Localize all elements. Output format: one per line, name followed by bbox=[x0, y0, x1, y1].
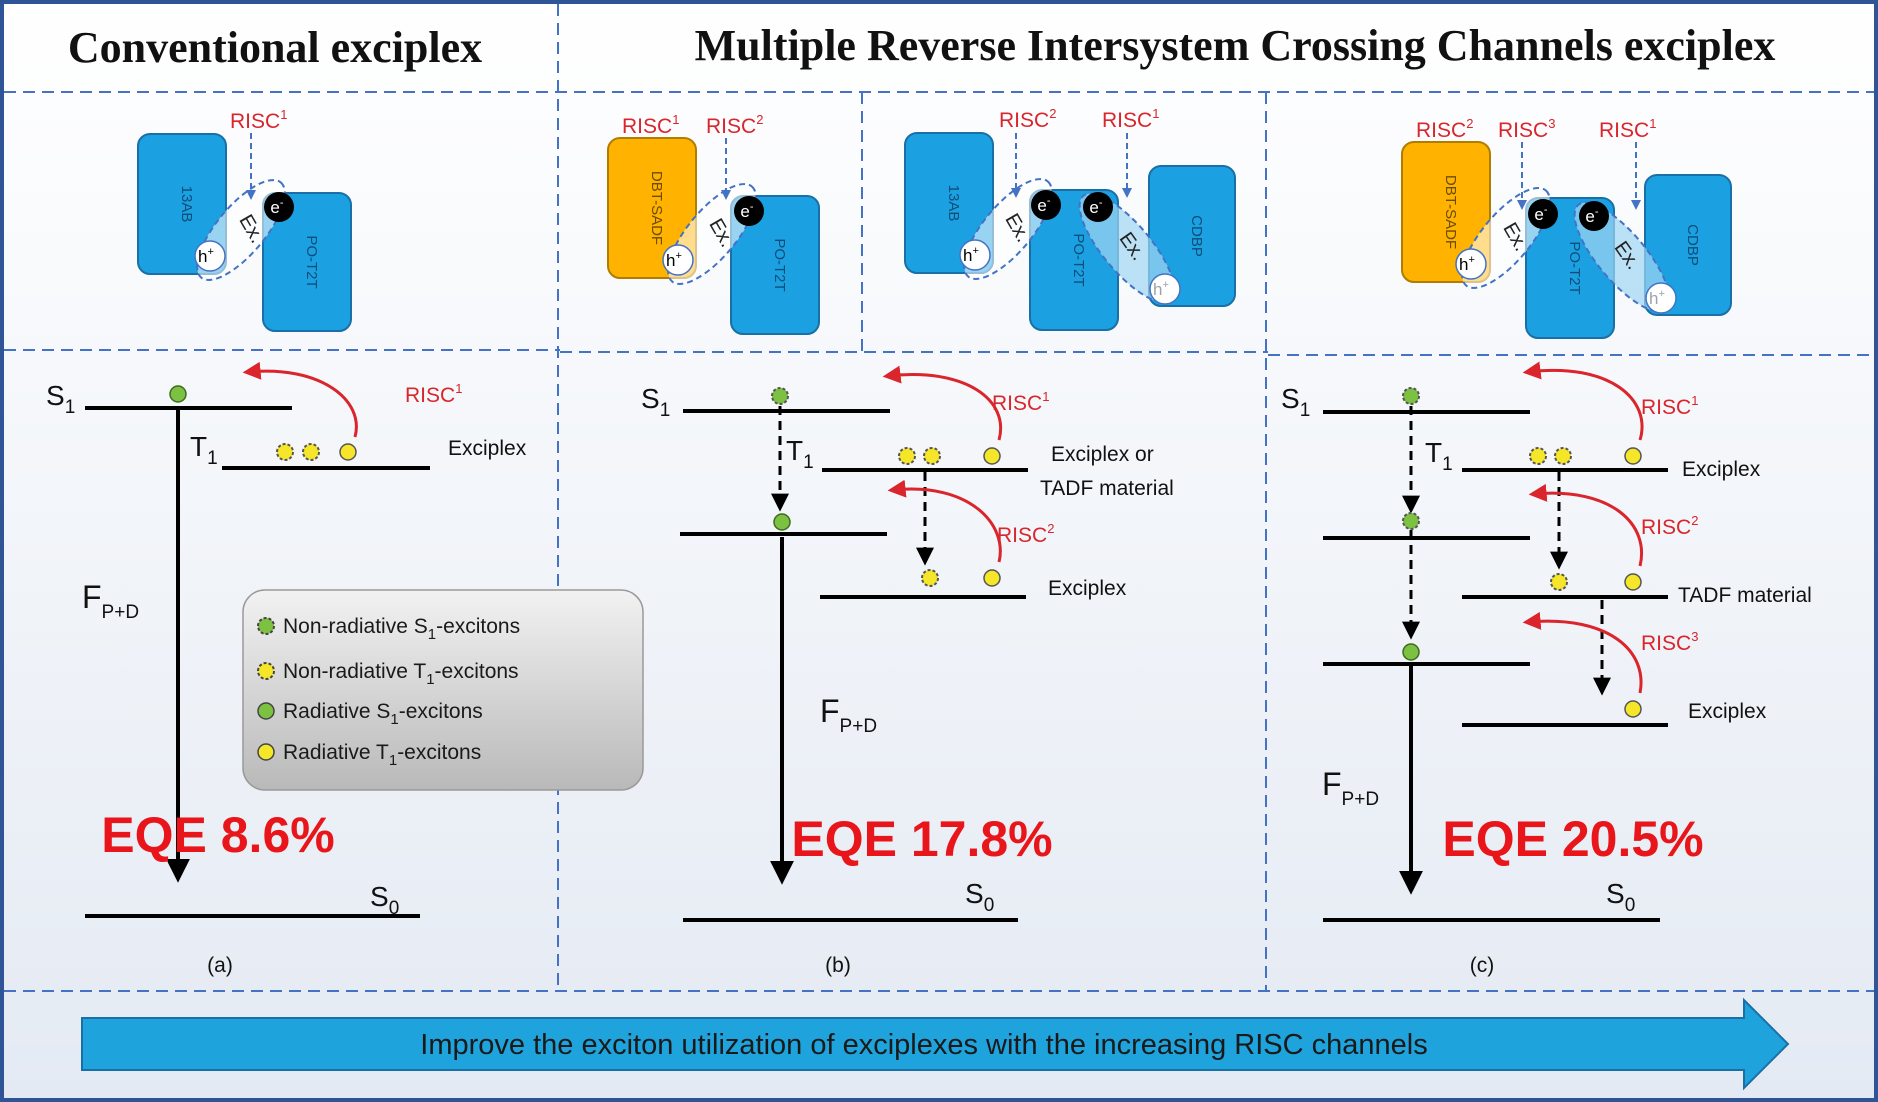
legend-label-3: Radiative T1-excitons bbox=[283, 741, 481, 769]
svg-text:TADF material: TADF material bbox=[1678, 584, 1812, 607]
svg-text:e-: e- bbox=[1089, 197, 1102, 217]
svg-text:RISC1: RISC1 bbox=[1102, 106, 1159, 132]
svg-text:T1: T1 bbox=[1425, 437, 1453, 475]
bottom-arrow: Improve the exciton utilization of excip… bbox=[81, 997, 1790, 1091]
title-conventional: Conventional exciplex bbox=[68, 23, 482, 72]
svg-text:PO-T2T: PO-T2T bbox=[1070, 233, 1087, 286]
svg-text:RISC1: RISC1 bbox=[622, 112, 679, 138]
svg-text:RISC1: RISC1 bbox=[1599, 116, 1656, 142]
svg-text:RISC2: RISC2 bbox=[1416, 116, 1473, 142]
svg-text:RISC2: RISC2 bbox=[999, 106, 1056, 132]
svg-text:CDBP: CDBP bbox=[1188, 215, 1205, 257]
molecule-panel-b1: DBT-SADF PO-T2T Ex. h+ e- RISC1 RISC2 bbox=[607, 112, 820, 335]
svg-text:e-: e- bbox=[740, 201, 753, 221]
legend-marker-3 bbox=[257, 743, 275, 761]
donor-13ab-b bbox=[904, 132, 994, 274]
electron-a bbox=[264, 192, 294, 222]
donor-13ab-a-label: 13AB bbox=[178, 186, 195, 223]
svg-text:e-: e- bbox=[270, 197, 283, 217]
svg-text:FP+D: FP+D bbox=[1322, 766, 1379, 810]
svg-text:h+: h+ bbox=[963, 245, 979, 265]
legend-label-2: Radiative S1-excitons bbox=[283, 700, 483, 728]
donor-dbtsadf-c bbox=[1401, 141, 1491, 283]
svg-text:S1: S1 bbox=[641, 383, 670, 421]
legend-label-0: Non-radiative S1-excitons bbox=[283, 615, 520, 643]
svg-text:RISC2: RISC2 bbox=[997, 521, 1054, 547]
panel-label-a: (a) bbox=[207, 954, 233, 977]
svg-text:h+: h+ bbox=[666, 250, 682, 270]
svg-text:FP+D: FP+D bbox=[82, 579, 139, 623]
risc1-label-a: RISC1 bbox=[405, 381, 462, 407]
svg-text:T1: T1 bbox=[786, 435, 814, 473]
legend-marker-1 bbox=[257, 662, 275, 680]
svg-text:S1: S1 bbox=[1281, 383, 1310, 421]
svg-text:RISC1: RISC1 bbox=[1641, 393, 1698, 419]
svg-text:RISC2: RISC2 bbox=[1641, 513, 1698, 539]
hole-b1 bbox=[662, 244, 694, 276]
svg-text:DBT-SADF: DBT-SADF bbox=[1442, 175, 1459, 249]
svg-text:T1: T1 bbox=[190, 431, 218, 469]
svg-text:h+: h+ bbox=[1649, 288, 1665, 308]
svg-text:Exciplex or: Exciplex or bbox=[1051, 443, 1154, 466]
molecule-panel-b2: 13AB PO-T2T CDBP Ex. Ex. h+ e- e- h+ RIS… bbox=[904, 106, 1236, 331]
acceptor-pot2t-b1 bbox=[730, 195, 820, 335]
svg-text:e-: e- bbox=[1585, 206, 1598, 226]
hole-a bbox=[194, 240, 226, 272]
svg-text:RISC3: RISC3 bbox=[1641, 629, 1698, 655]
svg-text:Exciplex: Exciplex bbox=[448, 437, 527, 460]
svg-text:DBT-SADF: DBT-SADF bbox=[648, 171, 665, 245]
bottom-arrow-text: Improve the exciton utilization of excip… bbox=[420, 1029, 1427, 1061]
svg-text:RISC2: RISC2 bbox=[706, 112, 763, 138]
acceptor-pot2t-a-label: PO-T2T bbox=[303, 235, 320, 288]
legend-marker-0 bbox=[257, 617, 275, 635]
svg-text:Exciplex: Exciplex bbox=[1682, 458, 1761, 481]
panel-label-c: (c) bbox=[1470, 954, 1495, 977]
molecule-panel-a: 13AB PO-T2T Ex. h+ e- RISC1 bbox=[137, 107, 352, 332]
svg-text:S0: S0 bbox=[370, 881, 399, 919]
donor-cdbp-c bbox=[1644, 174, 1732, 316]
eqe-b: EQE 17.8% bbox=[791, 811, 1052, 867]
svg-text:TADF material: TADF material bbox=[1040, 477, 1174, 500]
eqe-a: EQE 8.6% bbox=[101, 807, 334, 863]
legend-label-1: Non-radiative T1-excitons bbox=[283, 660, 519, 688]
svg-text:e-: e- bbox=[1037, 195, 1050, 215]
donor-13ab-a bbox=[137, 133, 227, 275]
title-multiple: Multiple Reverse Intersystem Crossing Ch… bbox=[695, 21, 1776, 70]
svg-text:PO-T2T: PO-T2T bbox=[771, 238, 788, 291]
svg-text:S1: S1 bbox=[46, 380, 75, 418]
panel-label-b: (b) bbox=[825, 954, 851, 977]
svg-text:CDBP: CDBP bbox=[1684, 224, 1701, 266]
svg-text:h+: h+ bbox=[198, 246, 214, 266]
electron-b1 bbox=[734, 196, 764, 226]
svg-text:RISC3: RISC3 bbox=[1498, 116, 1555, 142]
energy-diagram-c: RISC1 RISC2 RISC3 S1 T1 Exciplex TADF ma… bbox=[1281, 361, 1812, 977]
svg-text:PO-T2T: PO-T2T bbox=[1566, 241, 1583, 294]
svg-text:e-: e- bbox=[1534, 204, 1547, 224]
eqe-c: EQE 20.5% bbox=[1442, 811, 1703, 867]
svg-text:Exciplex: Exciplex bbox=[1688, 700, 1767, 723]
svg-text:h+: h+ bbox=[1153, 279, 1169, 299]
svg-text:S0: S0 bbox=[965, 878, 994, 916]
energy-diagram-b: RISC1 RISC2 S1 T1 Exciplex or TADF mater… bbox=[641, 365, 1174, 977]
molecule-panel-c: DBT-SADF PO-T2T CDBP Ex. Ex. h+ e- e- h+… bbox=[1401, 116, 1732, 339]
svg-text:RISC1: RISC1 bbox=[992, 389, 1049, 415]
svg-text:S0: S0 bbox=[1606, 878, 1635, 916]
svg-text:FP+D: FP+D bbox=[820, 693, 877, 737]
donor-dbtsadf-b bbox=[607, 137, 697, 279]
svg-text:h+: h+ bbox=[1459, 254, 1475, 274]
risc-label-a-top: RISC1 bbox=[230, 107, 287, 133]
acceptor-pot2t-a bbox=[262, 192, 352, 332]
svg-text:Exciplex: Exciplex bbox=[1048, 577, 1127, 600]
grid-lines bbox=[4, 4, 1874, 992]
energy-diagram-a: RISC1 S1 T1 Exciplex FP+D S0 EQE 8.6% (a… bbox=[46, 361, 527, 977]
legend-marker-2 bbox=[257, 702, 275, 720]
svg-text:13AB: 13AB bbox=[945, 185, 962, 222]
